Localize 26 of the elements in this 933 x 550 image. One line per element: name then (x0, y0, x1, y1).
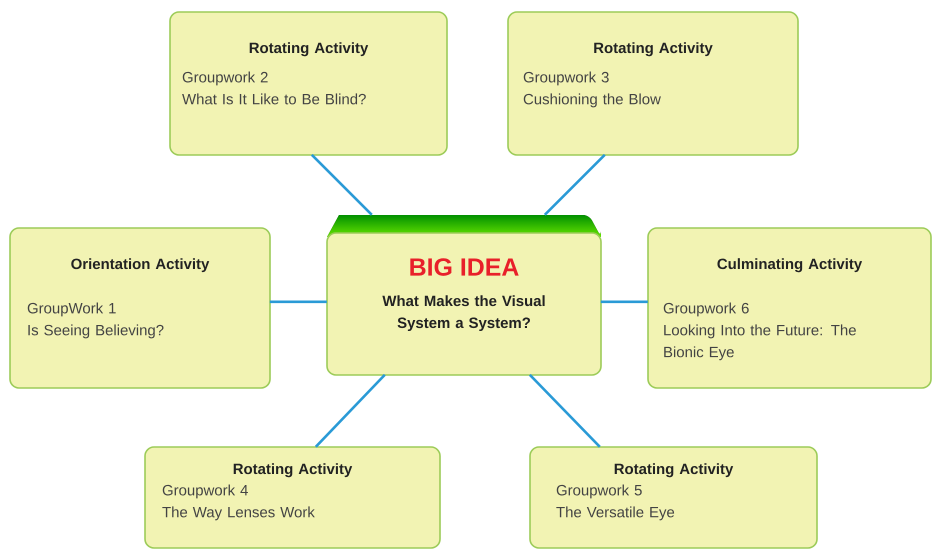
connector-line (528, 374, 601, 448)
connector-line (310, 154, 373, 216)
activity-heading: Orientation Activity (71, 258, 210, 272)
activity-text: Groupwork 2 (182, 72, 268, 86)
activity-text: Groupwork 3 (524, 72, 609, 86)
activity-heading: Rotating Activity (594, 42, 713, 56)
activity-text: The Way Lenses Work (162, 506, 315, 520)
activity-heading: Culminating Activity (717, 258, 862, 272)
connector-line (600, 300, 648, 304)
connector-line (314, 374, 386, 448)
activity-text: Looking Into the Future: The Bionic Eye (664, 324, 856, 360)
activity-text: Groupwork 4 (162, 484, 248, 498)
activity-heading: Rotating Activity (614, 463, 734, 478)
connector-line (544, 154, 606, 216)
activity-text: The Versatile Eye (556, 506, 674, 520)
question-text: What Makes the Visual System a System? (382, 295, 545, 332)
activity-text: GroupWork 1 (28, 302, 116, 316)
activity-heading: Rotating Activity (234, 463, 352, 478)
activity-text: Is Seeing Believing? (28, 324, 164, 338)
connector-line (270, 300, 327, 304)
activity-heading: Rotating Activity (250, 42, 368, 56)
activity-text: Cushioning the Blow (524, 93, 661, 108)
activity-text: Groupwork 5 (556, 484, 642, 498)
activity-text: Groupwork 6 (664, 302, 749, 316)
activity-text: What Is It Like to Be Blind? (182, 93, 366, 104)
big-idea-title: BIG IDEA (410, 258, 519, 276)
